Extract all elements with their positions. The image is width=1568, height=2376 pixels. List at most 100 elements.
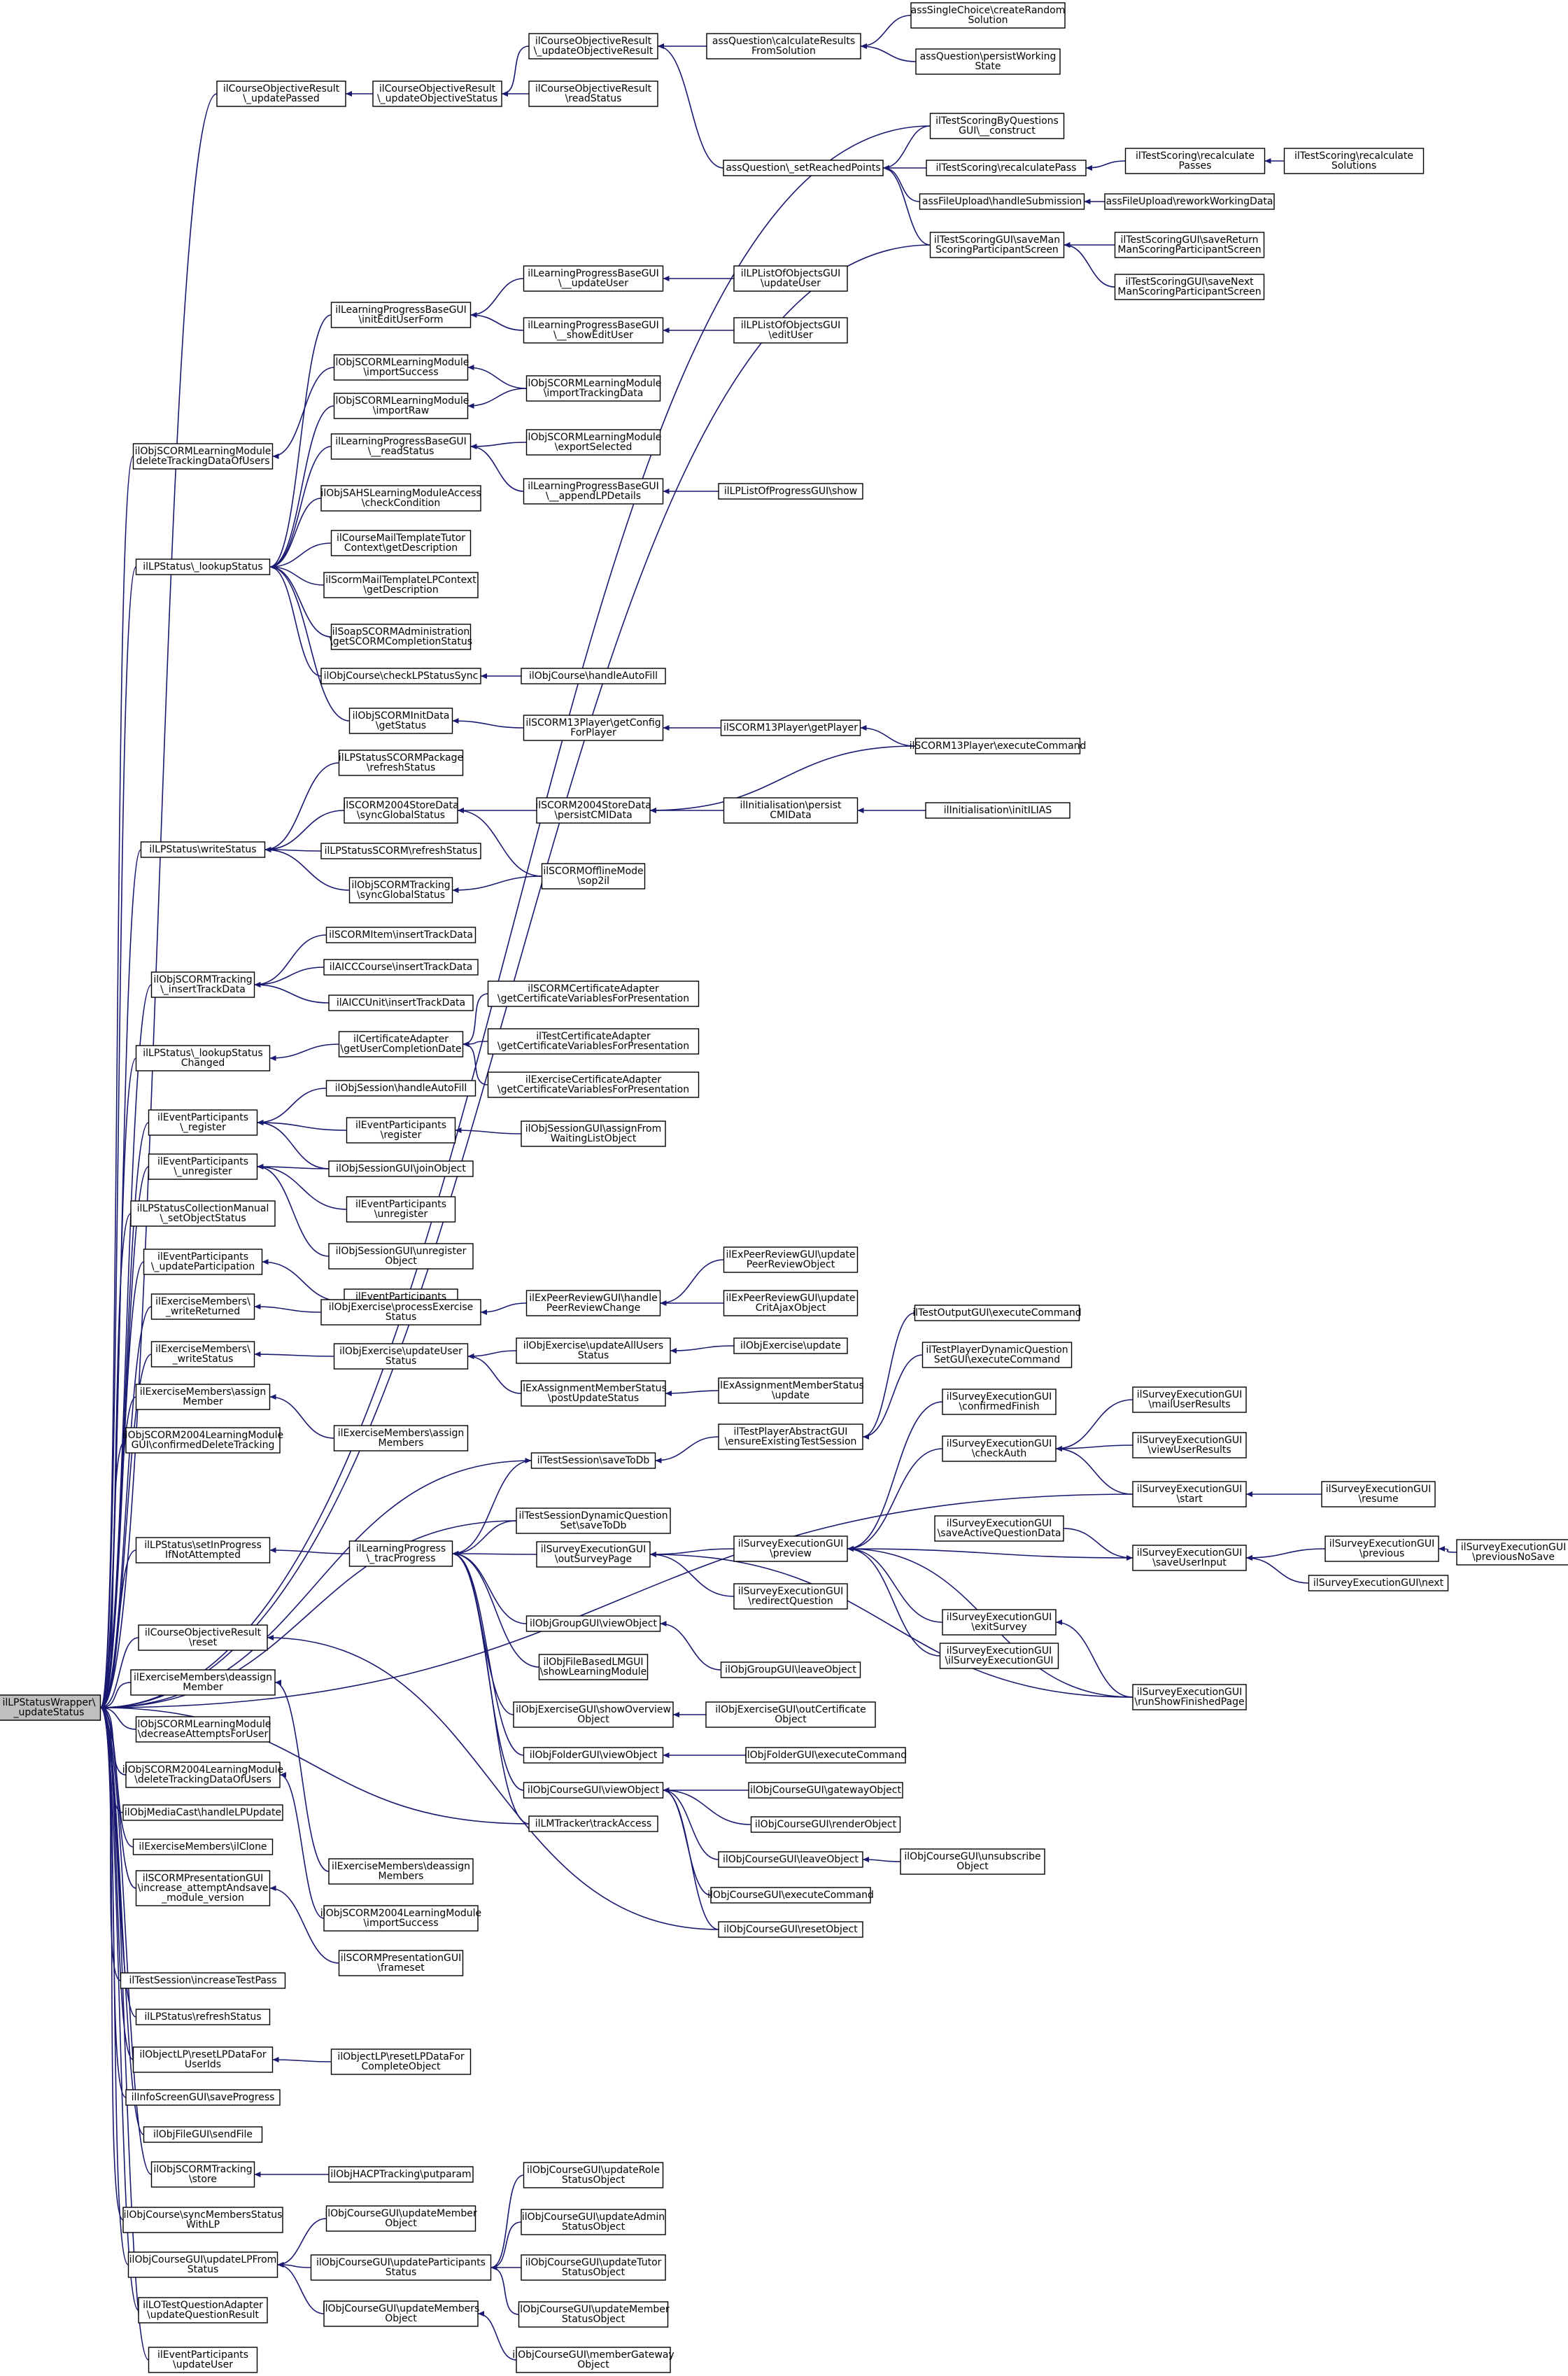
node-box <box>348 1540 453 1567</box>
graph-node: ilLearningProgressBaseGUI\__readStatus <box>330 433 472 460</box>
call-edge <box>862 1312 915 1440</box>
node-label: ilObjSCORMLearningModule <box>525 432 662 443</box>
node-label: ilSoapSCORMAdministration <box>332 626 470 638</box>
graph-node: ilObjSCORMLearningModuledeleteTrackingDa… <box>132 443 274 470</box>
node-label: GUI\confirmedDeleteTracking <box>132 1440 275 1451</box>
node-label: \outSurveyPage <box>555 1554 632 1565</box>
node-label: ilSurveyExecutionGUI\next <box>1313 1577 1444 1589</box>
call-edge <box>269 1885 339 1964</box>
node-label: ilObjFolderGUI\viewObject <box>530 1750 658 1761</box>
call-edge <box>490 2174 524 2270</box>
node-box <box>748 1782 903 1799</box>
graph-node: ilSurveyExecutionGUI\previous <box>1325 1535 1439 1562</box>
node-label: Status <box>386 1356 417 1367</box>
node-box <box>523 317 664 344</box>
call-edge <box>455 1127 522 1134</box>
node-label: ilObjExercise\update <box>740 1340 841 1351</box>
node-label: ilObjExerciseGUI\showOverview <box>516 1704 671 1715</box>
call-edge <box>100 1705 530 1825</box>
graph-node: ilSurveyExecutionGUI\next <box>1308 1575 1449 1591</box>
call-edge <box>649 1548 735 1557</box>
graph-node: ilTestScoring\recalculatePass <box>926 160 1087 176</box>
node-box <box>718 1851 863 1868</box>
node-label: ilObjectLP\resetLPDataFor <box>139 2049 267 2060</box>
node-label: FromSolution <box>751 45 816 57</box>
node-label: ilCertificateAdapter <box>353 1034 448 1045</box>
call-edge <box>257 1120 330 1169</box>
node-label: ilObjCourseGUI\leaveObject <box>723 1854 859 1865</box>
node-label: \_updateParticipation <box>151 1261 255 1272</box>
node-box <box>523 1747 664 1764</box>
graph-node: ilSurveyExecutionGUI\mailUserResults <box>1132 1386 1247 1413</box>
node-box <box>516 1337 671 1364</box>
node-label: \getStatus <box>376 720 426 731</box>
node-box <box>135 558 271 575</box>
node-label: ilSCORMItem\insertTrackData <box>329 929 473 941</box>
node-label: ilLPStatus\refreshStatus <box>144 2011 261 2023</box>
node-box <box>325 1080 476 1097</box>
graph-node: ilSurveyExecutionGUI\previousNoSave <box>1456 1539 1568 1566</box>
node-label: _module_version <box>161 1892 244 1904</box>
graph-node: ilCourseObjectiveResult\_updatePassed <box>216 80 346 107</box>
node-box <box>138 2297 268 2324</box>
node-box <box>138 1624 268 1651</box>
call-edge <box>100 1705 152 2175</box>
node-label: ilLearningProgressBaseGUI <box>335 304 467 316</box>
node-label: \previousNoSave <box>1472 1552 1555 1563</box>
node-label: CMIData <box>770 810 811 821</box>
node-box <box>323 1905 479 1932</box>
graph-node: ilEventParticipants\_unregister <box>148 1153 258 1180</box>
call-edge <box>452 1551 539 1668</box>
node-box <box>1132 1545 1247 1571</box>
call-edge <box>99 1057 137 1710</box>
node-box <box>720 1661 861 1678</box>
node-label: \__appendLPDetails <box>546 491 641 502</box>
node-label: ilSurveyExecutionGUI <box>1137 1687 1242 1698</box>
graph-node: ilObjCourseGUI\viewObject <box>523 1782 664 1799</box>
node-label: ilSCORMPresentationGUI <box>341 1953 461 1964</box>
node-label: ilLPStatusSCORM\refreshStatus <box>325 845 478 857</box>
node-label: ilObjSAHSLearningModuleAccess <box>320 488 481 499</box>
graph-node: ilObjSCORM2004LearningModule\deleteTrack… <box>122 1762 283 1788</box>
node-label: \ensureExistingTestSession <box>725 1436 857 1447</box>
call-edge <box>470 444 524 492</box>
node-box <box>346 1196 456 1223</box>
node-box <box>487 980 700 1007</box>
call-edge <box>452 1520 517 1556</box>
graph-node: ilSurveyExecutionGUI\confirmedFinish <box>942 1389 1057 1415</box>
graph-node: ilCourseObjectiveResult\_updateObjective… <box>528 33 658 59</box>
call-edge <box>490 2265 519 2315</box>
node-box <box>521 1120 666 1147</box>
node-label: CompleteObject <box>361 2061 441 2072</box>
node-label: ilTestPlayerAbstractGUI <box>734 1426 848 1437</box>
node-label: WaitingListObject <box>551 1133 637 1144</box>
node-label: \getSCORMCompletionStatus <box>330 636 472 647</box>
node-label: ilObjCourseGUI\updateLPFrom <box>129 2254 277 2265</box>
node-box <box>513 1701 674 1728</box>
graph-node: assFileUpload\reworkWorkingData <box>1104 193 1275 210</box>
call-edge <box>269 1394 334 1439</box>
node-box <box>1321 1481 1436 1507</box>
node-label: UserIds <box>185 2059 221 2070</box>
node-box <box>348 708 453 734</box>
node-box <box>330 624 472 650</box>
node-label: \importRaw <box>373 405 429 416</box>
call-edge <box>882 125 931 171</box>
node-label: ilObjExerciseGUI\outCertificate <box>715 1704 866 1715</box>
node-label: ilEventParticipants <box>355 1199 446 1210</box>
node-box <box>140 841 266 858</box>
node-box <box>328 2166 474 2183</box>
node-box <box>127 2251 278 2278</box>
node-box <box>733 317 848 344</box>
node-label: \frameset <box>377 1962 425 1974</box>
node-label: ilInitialisation\persist <box>740 800 842 811</box>
graph-node: ilObjExercise\update <box>733 1337 848 1354</box>
graph-node: ilSurveyExecutionGUI\saveActiveQuestionD… <box>934 1515 1064 1542</box>
node-label: \_setObjectStatus <box>160 1213 246 1224</box>
node-label: assFileUpload\reworkWorkingData <box>1106 196 1273 207</box>
